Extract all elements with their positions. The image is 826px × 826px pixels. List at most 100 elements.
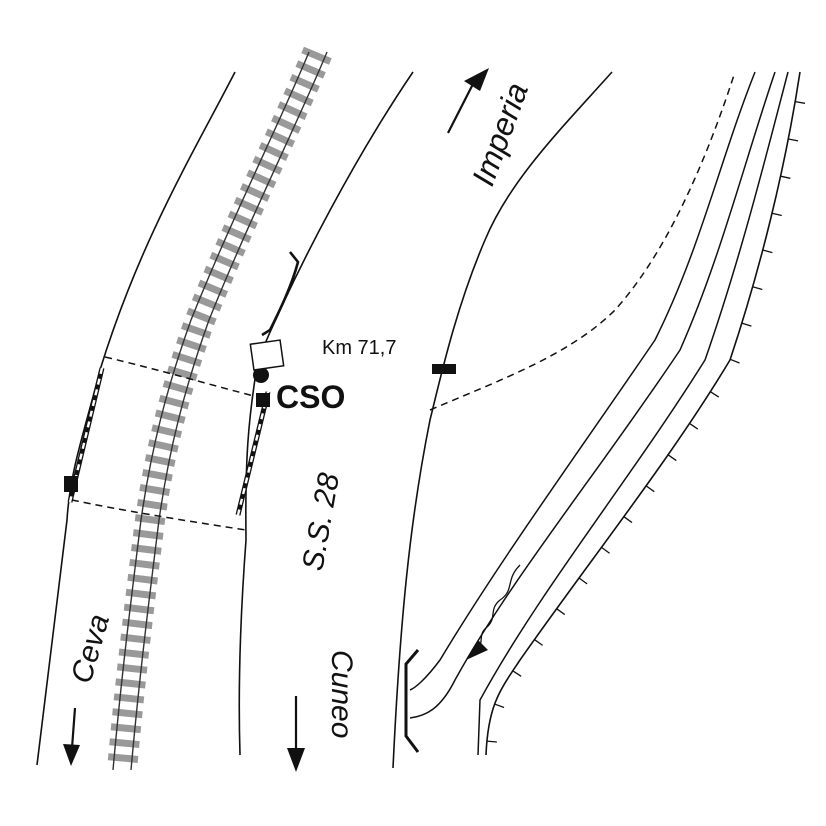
rail-tie bbox=[289, 74, 320, 93]
rail-tie bbox=[139, 484, 171, 496]
rail-tie bbox=[301, 46, 332, 65]
rail-tie bbox=[136, 499, 168, 511]
rail-right bbox=[130, 51, 328, 771]
rail-tie bbox=[162, 380, 194, 396]
rail-tie bbox=[277, 101, 308, 121]
label-road: S.S. 28 bbox=[296, 470, 346, 573]
bank-tick bbox=[729, 358, 740, 364]
bank-tick bbox=[556, 608, 566, 616]
rail-tie bbox=[264, 128, 296, 148]
rail-tie bbox=[154, 409, 186, 424]
bank-tick bbox=[762, 249, 773, 254]
rail-tie bbox=[166, 365, 198, 381]
rail-tie bbox=[239, 183, 271, 202]
rail-tie bbox=[283, 87, 314, 107]
rail-tie bbox=[134, 514, 166, 526]
rail-tie bbox=[123, 603, 155, 615]
road-left-edge bbox=[238, 71, 414, 756]
arrow-up-right-icon bbox=[447, 68, 489, 134]
rail-tie bbox=[271, 114, 302, 134]
rail-tie bbox=[125, 588, 157, 600]
rail-tie bbox=[203, 265, 234, 284]
station-dot-icon bbox=[253, 367, 269, 383]
km-marker-icon bbox=[432, 364, 456, 374]
bank-tick bbox=[741, 322, 752, 327]
river-bank-ticked bbox=[485, 71, 801, 756]
bank-tick bbox=[710, 391, 720, 398]
rail-tie bbox=[112, 708, 143, 719]
rail-tie bbox=[246, 169, 277, 189]
rail-tie bbox=[116, 663, 148, 674]
rail-left bbox=[112, 51, 310, 771]
bank-tick bbox=[645, 485, 655, 493]
river-bank-1 bbox=[409, 71, 756, 691]
bank-tick bbox=[788, 138, 799, 142]
rail-tie bbox=[115, 678, 146, 689]
bank-tick bbox=[512, 670, 522, 677]
river-bank-ticks bbox=[486, 100, 806, 743]
railway-ties bbox=[107, 46, 332, 763]
rail-tie bbox=[295, 60, 326, 79]
station-siding-bar bbox=[235, 391, 271, 516]
bank-tick bbox=[534, 639, 543, 646]
river-bank-2 bbox=[409, 71, 776, 719]
rail-tie bbox=[129, 558, 160, 570]
river-bank-3 bbox=[477, 71, 789, 756]
label-cuneo: Cuneo bbox=[325, 650, 358, 738]
rail-tie bbox=[151, 424, 183, 439]
rail-tie bbox=[158, 394, 190, 410]
rail-tie bbox=[120, 633, 151, 644]
bank-tick bbox=[689, 422, 699, 430]
rail-tie bbox=[147, 439, 179, 453]
rail-tie bbox=[258, 142, 289, 162]
bank-tick bbox=[494, 703, 505, 709]
rail-tie bbox=[127, 573, 158, 585]
label-km: Km 71,7 bbox=[322, 337, 396, 359]
dashed-line-right bbox=[429, 71, 736, 411]
bank-tick bbox=[795, 100, 806, 104]
rail-tie bbox=[118, 648, 150, 659]
bank-tick bbox=[771, 212, 782, 217]
railway-track bbox=[107, 46, 332, 771]
rail-tie bbox=[197, 279, 229, 298]
rail-tie bbox=[171, 351, 203, 367]
rail-tie bbox=[132, 529, 164, 540]
rail-tie bbox=[252, 155, 283, 175]
rail-tie bbox=[186, 307, 217, 326]
label-ceva: Ceva bbox=[65, 611, 116, 687]
bank-tick bbox=[667, 454, 677, 462]
river-system bbox=[409, 71, 806, 756]
rail-tie bbox=[144, 454, 176, 467]
station-marker-icon bbox=[256, 393, 270, 407]
station-building bbox=[249, 339, 285, 371]
rail-tie bbox=[233, 196, 264, 216]
rail-tie bbox=[109, 738, 140, 749]
rail-tie bbox=[113, 693, 145, 704]
label-station: CSO bbox=[276, 379, 345, 415]
bank-tick bbox=[623, 516, 633, 524]
rail-tie bbox=[131, 544, 162, 555]
river-flow-arrow-icon bbox=[466, 640, 488, 660]
river-stream bbox=[477, 564, 521, 649]
rail-tie bbox=[121, 618, 153, 630]
rail-tie bbox=[107, 753, 139, 763]
left-boundary-line bbox=[36, 71, 236, 766]
rail-tie bbox=[141, 469, 173, 482]
rail-tie bbox=[110, 723, 142, 734]
rail-tie bbox=[215, 238, 246, 257]
station-platform bbox=[261, 251, 300, 337]
rail-tie bbox=[176, 336, 207, 353]
bank-tick bbox=[578, 577, 588, 585]
dashed-line-lower bbox=[71, 499, 247, 531]
bank-tick bbox=[601, 546, 610, 554]
rail-tie bbox=[227, 210, 258, 230]
bridge-bracket bbox=[404, 649, 420, 753]
bank-tick bbox=[486, 740, 497, 743]
rail-tie bbox=[221, 224, 252, 243]
rail-tie bbox=[180, 322, 212, 339]
arrow-down-icon bbox=[287, 696, 305, 772]
bank-tick bbox=[780, 175, 791, 179]
rail-tie bbox=[209, 251, 240, 271]
